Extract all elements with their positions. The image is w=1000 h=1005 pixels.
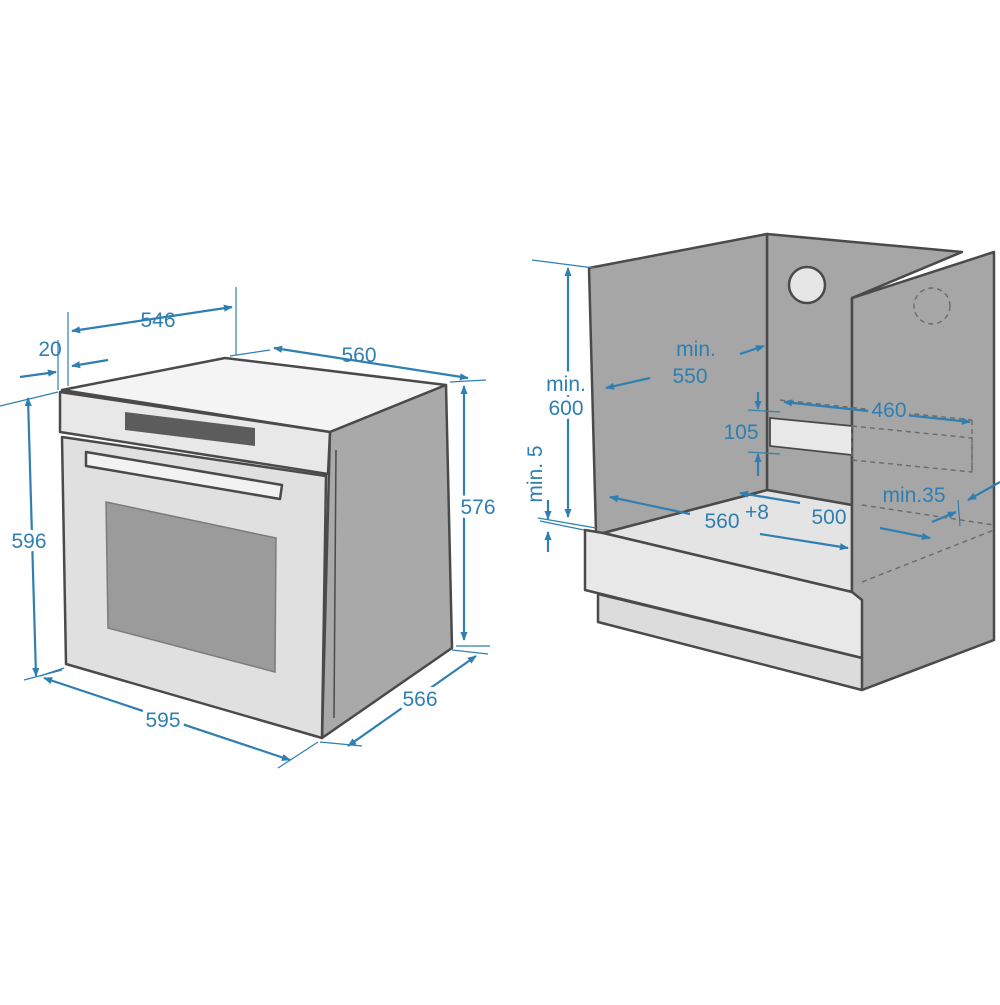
dim-560-cab-label: 560 bbox=[704, 510, 739, 533]
dim-566-text: 566 bbox=[402, 688, 437, 711]
dim-min-550-prefix: min. bbox=[676, 338, 716, 361]
dim-line-500a bbox=[739, 490, 801, 505]
oven-handle bbox=[84, 450, 284, 501]
cabinet-right-wall bbox=[850, 250, 996, 692]
oven-window bbox=[105, 501, 277, 673]
dim-line-min35a bbox=[931, 510, 957, 524]
dim-576-label: 576 bbox=[460, 496, 495, 519]
dim-line-20b bbox=[71, 358, 109, 369]
cabinet-dimensions: min. 550 min. min. 600 600 min. 5 105 46… bbox=[524, 259, 1000, 552]
dim-line-566 bbox=[347, 655, 477, 747]
oven-drawing bbox=[58, 356, 454, 740]
dim-min5-label: min. 5 bbox=[524, 445, 547, 502]
rear-slot-hidden bbox=[851, 425, 973, 473]
dim-105-label: 105 bbox=[723, 421, 758, 444]
dim-600-text: 600 bbox=[548, 397, 583, 420]
dim-596-text: 596 bbox=[11, 530, 46, 553]
dim-line-560-cab-b bbox=[759, 532, 849, 551]
vent-hole-dashed-icon bbox=[913, 287, 951, 325]
dim-20-label: 20 bbox=[38, 338, 61, 361]
dim-min-600-prefix: min. bbox=[546, 373, 586, 396]
dim-560-tolerance: +8 bbox=[745, 501, 769, 524]
cabinet-drawing bbox=[583, 232, 996, 692]
vent-hole-icon bbox=[787, 265, 827, 305]
dim-566-label: 566 bbox=[402, 688, 437, 711]
dim-596-label: 596 bbox=[11, 530, 46, 553]
dim-line-20a bbox=[19, 369, 57, 379]
dim-line-596 bbox=[24, 397, 40, 677]
dim-500-label: 500 bbox=[811, 506, 846, 529]
dim-line-546 bbox=[71, 304, 233, 334]
dim-line-560 bbox=[273, 345, 469, 381]
dim-line-550a bbox=[739, 344, 765, 356]
dim-595-text: 595 bbox=[145, 709, 180, 732]
dim-line-min35b bbox=[967, 481, 1000, 501]
dim-line-560-cab-a bbox=[609, 495, 691, 516]
dim-560-label: 560 bbox=[341, 344, 376, 367]
cabinet-bottom-rail bbox=[583, 528, 864, 660]
dim-460-text: 460 bbox=[871, 399, 906, 422]
dim-min35-label: min.35 bbox=[882, 484, 945, 507]
dim-460-label: 460 bbox=[871, 399, 906, 422]
oven-side-panel bbox=[320, 383, 454, 740]
cabinet-plinth bbox=[596, 592, 864, 692]
dim-line-550b bbox=[605, 376, 651, 390]
cabinet-left-wall bbox=[587, 232, 769, 535]
dim-min-600-text: min. bbox=[546, 373, 586, 396]
dim-line-500b bbox=[879, 526, 931, 540]
dim-line-595 bbox=[43, 676, 291, 762]
dim-576-text: 576 bbox=[460, 496, 495, 519]
dim-595-label: 595 bbox=[145, 709, 180, 732]
dim-546-label: 546 bbox=[140, 309, 175, 332]
oven-display bbox=[125, 412, 255, 446]
oven-dimensions: 546 20 560 596 596 576 576 595 595 566 bbox=[0, 287, 500, 769]
dim-600-label: 600 bbox=[548, 397, 583, 420]
dim-550-label: 550 bbox=[672, 365, 707, 388]
dim-line-460 bbox=[783, 399, 971, 425]
